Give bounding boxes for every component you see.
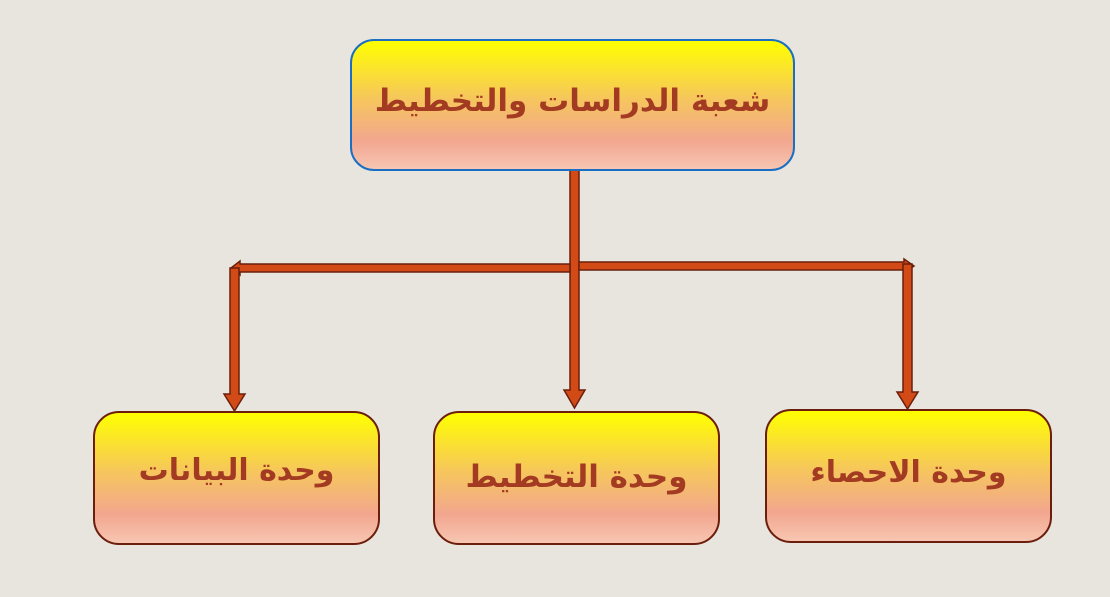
arrow-to-statistics-unit	[895, 263, 920, 411]
arrow-horizontal-right	[578, 257, 916, 275]
arrow-to-data-unit	[222, 267, 247, 413]
unit-node-planning-label: وحدة التخطيط	[465, 459, 688, 495]
unit-node-planning: وحدة التخطيط	[433, 411, 720, 545]
unit-node-statistics-label: وحدة الاحصاء	[810, 454, 1007, 490]
arrow-horizontal-left	[229, 259, 571, 277]
arrow-root-to-planning	[562, 165, 587, 410]
unit-node-data: وحدة البيانات	[93, 411, 380, 545]
root-node-studies-planning-division: شعبة الدراسات والتخطيط	[350, 39, 795, 171]
unit-node-data-label: وحدة البيانات	[138, 452, 335, 488]
unit-node-statistics: وحدة الاحصاء	[765, 409, 1052, 543]
root-node-label: شعبة الدراسات والتخطيط	[374, 83, 771, 119]
